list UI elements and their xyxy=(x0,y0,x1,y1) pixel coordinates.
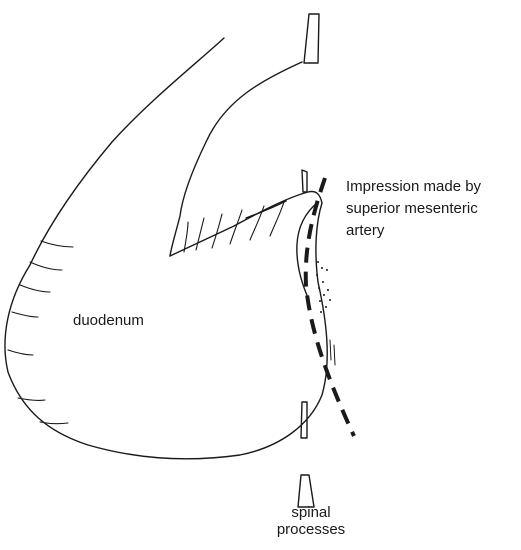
duodenum-label: duodenum xyxy=(73,310,144,332)
impression-label-line-2: superior mesenteric xyxy=(346,198,481,220)
impression-label-line-1: Impression made by xyxy=(346,176,481,198)
impression-stipple xyxy=(316,261,331,313)
impression-marks xyxy=(330,340,335,365)
spinal-process-bottom xyxy=(298,475,314,507)
spinal-processes-label: spinal processes xyxy=(271,504,351,538)
spinal-label-line-1: spinal xyxy=(271,504,351,521)
duodenum-upper-fold xyxy=(170,191,322,256)
impression-label-line-3: artery xyxy=(346,220,481,242)
mucosal-ridges xyxy=(8,202,284,424)
duodenum-outer-wall xyxy=(5,38,327,459)
duodenum-fold-inner xyxy=(246,201,286,218)
impression-label: Impression made by superior mesenteric a… xyxy=(346,176,481,242)
spinal-process-mid xyxy=(302,170,307,192)
spinal-label-line-2: processes xyxy=(271,521,351,538)
spinal-process-top xyxy=(304,14,319,63)
